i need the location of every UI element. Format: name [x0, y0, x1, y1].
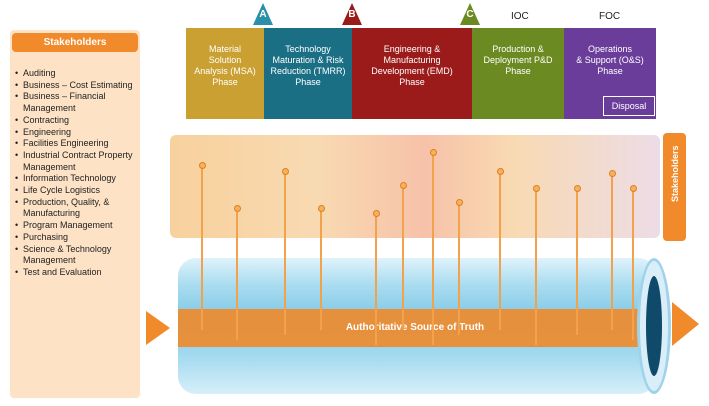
- connector-dot: [233, 205, 241, 212]
- phase-os-line: Operations: [587, 44, 633, 54]
- phase-pd: Production & Deployment P&D Phase: [472, 28, 564, 119]
- phase-pd-line: Phase: [505, 66, 531, 76]
- phase-pd-line: Production &: [492, 44, 544, 54]
- connector-dot: [629, 185, 637, 192]
- connector-dot: [281, 168, 289, 175]
- connector-dot: [372, 210, 380, 217]
- stakeholders-band: [170, 135, 660, 238]
- milestone-ioc-label: IOC: [511, 11, 529, 22]
- milestone-c-label: C: [466, 9, 474, 20]
- phase-tmrr: Technology Maturation & Risk Reduction (…: [264, 28, 352, 119]
- milestone-a-marker: [253, 3, 273, 25]
- phase-msa-line: Phase: [212, 77, 238, 87]
- stakeholder-item: Program Management: [14, 220, 142, 232]
- connector-line: [611, 173, 613, 330]
- disposal-box: Disposal: [603, 96, 655, 116]
- stakeholder-item: Engineering: [14, 127, 142, 139]
- milestone-foc-label: FOC: [599, 11, 621, 22]
- input-arrow: [146, 311, 170, 345]
- phase-tmrr-line: Phase: [295, 77, 321, 87]
- milestone-a-label: A: [259, 9, 267, 20]
- phase-emd-line: Manufacturing: [383, 55, 441, 65]
- connector-line: [236, 208, 238, 340]
- stakeholder-item: Business – Cost Estimating: [14, 80, 142, 92]
- connector-dot: [198, 162, 206, 169]
- phase-msa-line: Material: [208, 44, 241, 54]
- stakeholder-item: Facilities Engineering: [14, 138, 142, 150]
- phase-emd-line: Development (EMD): [371, 66, 453, 76]
- connector-line: [320, 208, 322, 330]
- stakeholder-item: Information Technology: [14, 173, 142, 185]
- pipe-label: Authoritative Source of Truth: [345, 322, 485, 333]
- stakeholder-item: Science & Technology Management: [14, 244, 142, 267]
- stakeholder-item: Purchasing: [14, 232, 142, 244]
- stakeholder-item: Auditing: [14, 68, 142, 80]
- stakeholders-list: AuditingBusiness – Cost EstimatingBusine…: [14, 68, 142, 279]
- phase-msa-line: Solution: [208, 55, 242, 65]
- stakeholder-item: Life Cycle Logistics: [14, 185, 142, 197]
- phase-emd: Engineering & Manufacturing Development …: [352, 28, 472, 119]
- connector-line: [458, 202, 460, 335]
- stakeholders-band-tab: [663, 133, 686, 241]
- stakeholder-item: Contracting: [14, 115, 142, 127]
- connector-line: [201, 165, 203, 330]
- data-pipe-stripe: [178, 309, 648, 347]
- connector-line: [284, 171, 286, 335]
- stakeholder-item: Business – Financial Management: [14, 91, 142, 114]
- connector-line: [402, 185, 404, 330]
- connector-dot: [455, 199, 463, 206]
- connector-dot: [317, 205, 325, 212]
- phase-tmrr-line: Reduction (TMRR): [270, 66, 346, 76]
- milestone-b-marker: [342, 3, 362, 25]
- phase-msa-line: Analysis (MSA): [194, 66, 256, 76]
- stakeholders-header: Stakeholders: [12, 33, 138, 52]
- stakeholders-band-label: Stakeholders: [670, 145, 680, 202]
- phase-msa: Material Solution Analysis (MSA) Phase: [186, 28, 264, 119]
- milestone-b-label: B: [348, 9, 356, 20]
- stakeholder-item: Production, Quality, & Manufacturing: [14, 197, 142, 220]
- milestone-c-marker: [460, 3, 480, 25]
- output-arrow: [672, 302, 699, 346]
- phase-tmrr-line: Technology: [285, 44, 331, 54]
- phase-pd-line: Deployment P&D: [483, 55, 553, 65]
- connector-line: [632, 188, 634, 340]
- phase-os-line: Phase: [597, 66, 623, 76]
- connector-dot: [496, 168, 504, 175]
- phase-os-line: & Support (O&S): [576, 55, 644, 65]
- connector-line: [576, 188, 578, 335]
- connector-dot: [608, 170, 616, 177]
- connector-line: [499, 171, 501, 330]
- connector-line: [375, 213, 377, 345]
- stakeholder-item: Industrial Contract Property Management: [14, 150, 142, 173]
- phase-emd-line: Engineering &: [383, 44, 441, 54]
- phase-emd-line: Phase: [399, 77, 425, 87]
- connector-dot: [429, 149, 437, 156]
- connector-dot: [399, 182, 407, 189]
- connector-dot: [532, 185, 540, 192]
- stakeholder-item: Test and Evaluation: [14, 267, 142, 279]
- connector-line: [432, 152, 434, 345]
- connector-line: [535, 188, 537, 345]
- data-pipe-opening: [646, 276, 662, 376]
- connector-dot: [573, 185, 581, 192]
- phase-tmrr-line: Maturation & Risk: [272, 55, 344, 65]
